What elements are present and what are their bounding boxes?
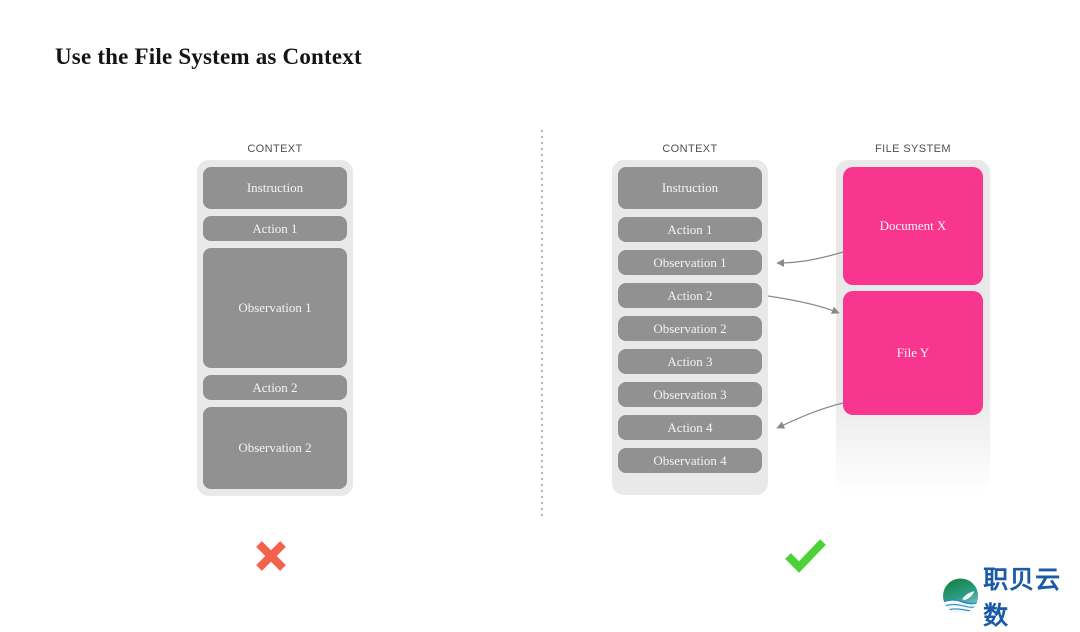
context-box-action-3: Action 3: [618, 349, 762, 374]
context-box-observation-3: Observation 3: [618, 382, 762, 407]
context-box-observation-1: Observation 1: [618, 250, 762, 275]
file-box-file-y: File Y: [843, 291, 983, 415]
context-box-observation-1: Observation 1: [203, 248, 347, 368]
context-box-instruction: Instruction: [203, 167, 347, 209]
cross-icon: [256, 541, 286, 571]
logo: 职贝云数: [941, 560, 1080, 632]
logo-text: 职贝云数: [983, 566, 1062, 630]
context-box-action-1: Action 1: [618, 217, 762, 242]
right-context-label: CONTEXT: [662, 143, 718, 155]
check-icon: [785, 539, 826, 573]
arrow-document-x-to-observation-1: [776, 251, 844, 267]
context-box-observation-4: Observation 4: [618, 448, 762, 473]
left-context-label: CONTEXT: [247, 143, 303, 155]
left-context-container: Instruction Action 1 Observation 1 Actio…: [197, 160, 353, 496]
vertical-dotted-divider: [541, 130, 543, 518]
context-box-action-2: Action 2: [203, 375, 347, 400]
arrow-file-y-to-action-4: [776, 402, 844, 429]
context-box-observation-2: Observation 2: [203, 407, 347, 489]
context-box-action-1: Action 1: [203, 216, 347, 241]
page-title: Use the File System as Context: [55, 44, 362, 69]
file-box-document-x: Document X: [843, 167, 983, 285]
context-box-observation-2: Observation 2: [618, 316, 762, 341]
file-system-container: Document X File Y: [836, 160, 990, 492]
arrows-overlay: [767, 251, 844, 429]
context-box-instruction: Instruction: [618, 167, 762, 209]
context-box-action-4: Action 4: [618, 415, 762, 440]
file-system-label: FILE SYSTEM: [875, 143, 951, 155]
right-context-container: Instruction Action 1 Observation 1 Actio…: [612, 160, 768, 495]
arrow-action-2-to-file-y: [767, 295, 840, 314]
context-box-action-2: Action 2: [618, 283, 762, 308]
logo-wave-icon: [943, 578, 979, 614]
